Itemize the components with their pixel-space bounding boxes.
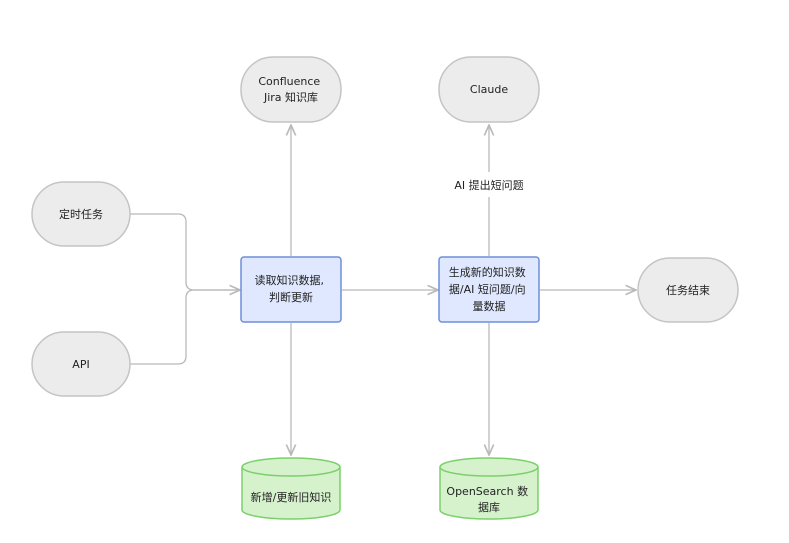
node-generate-data: 生成新的知识数 据/AI 短问题/向 量数据: [438, 256, 540, 323]
svg-text:Confluence Jira 知识库: Confluence Jira 知识库: [258, 75, 323, 104]
node-opensearch-line-1: OpenSearch 数: [446, 485, 528, 498]
svg-text:读取知识数据, 判断更新: 读取知识数据, 判断更新: [255, 273, 328, 304]
node-confluence-line-1: Confluence: [258, 75, 320, 88]
svg-text:OpenSearch 数 据库: OpenSearch 数 据库: [446, 485, 531, 514]
node-store-knowledge: 新增/更新旧知识: [241, 457, 341, 520]
node-opensearch-line-2: 据库: [478, 500, 500, 514]
node-task-end: 任务结束: [637, 257, 739, 323]
node-read-knowledge: 读取知识数据, 判断更新: [240, 256, 342, 323]
node-scheduled-line-1: 定时任务: [59, 207, 103, 221]
node-api: API: [31, 331, 131, 397]
svg-text:生成新的知识数 据/AI 短问题/向: 生成新的知识数 据/AI 短问题/向 量数据: [449, 265, 530, 313]
svg-text:定时任务: 定时任务: [59, 207, 103, 221]
node-generate-line-3: 量数据: [473, 299, 506, 313]
node-claude: Claude: [438, 56, 540, 123]
svg-text:API: API: [72, 358, 89, 371]
node-generate-line-1: 生成新的知识数: [449, 265, 526, 279]
node-store-line-1: 新增/更新旧知识: [251, 490, 332, 504]
node-confluence: Confluence Jira 知识库: [240, 56, 342, 123]
node-read-line-1: 读取知识数据,: [255, 273, 325, 287]
edges: [130, 125, 636, 455]
node-scheduled-task: 定时任务: [31, 181, 131, 247]
node-generate-line-2: 据/AI 短问题/向: [449, 282, 526, 296]
svg-text:新增/更新旧知识: 新增/更新旧知识: [251, 490, 332, 504]
edge-api-to-read: [130, 289, 240, 365]
node-read-line-2: 判断更新: [269, 290, 313, 304]
svg-text:Claude: Claude: [470, 83, 508, 96]
node-confluence-line-2: Jira 知识库: [263, 90, 318, 104]
svg-text:任务结束: 任务结束: [666, 284, 710, 297]
node-opensearch-db: OpenSearch 数 据库: [439, 457, 539, 520]
node-api-line-1: API: [72, 358, 89, 371]
node-claude-line-1: Claude: [470, 83, 508, 96]
edge-label-ask-ai: AI 提出短问题: [454, 178, 523, 192]
edge-scheduled-to-read: [130, 213, 240, 290]
node-end-line-1: 任务结束: [666, 284, 710, 297]
